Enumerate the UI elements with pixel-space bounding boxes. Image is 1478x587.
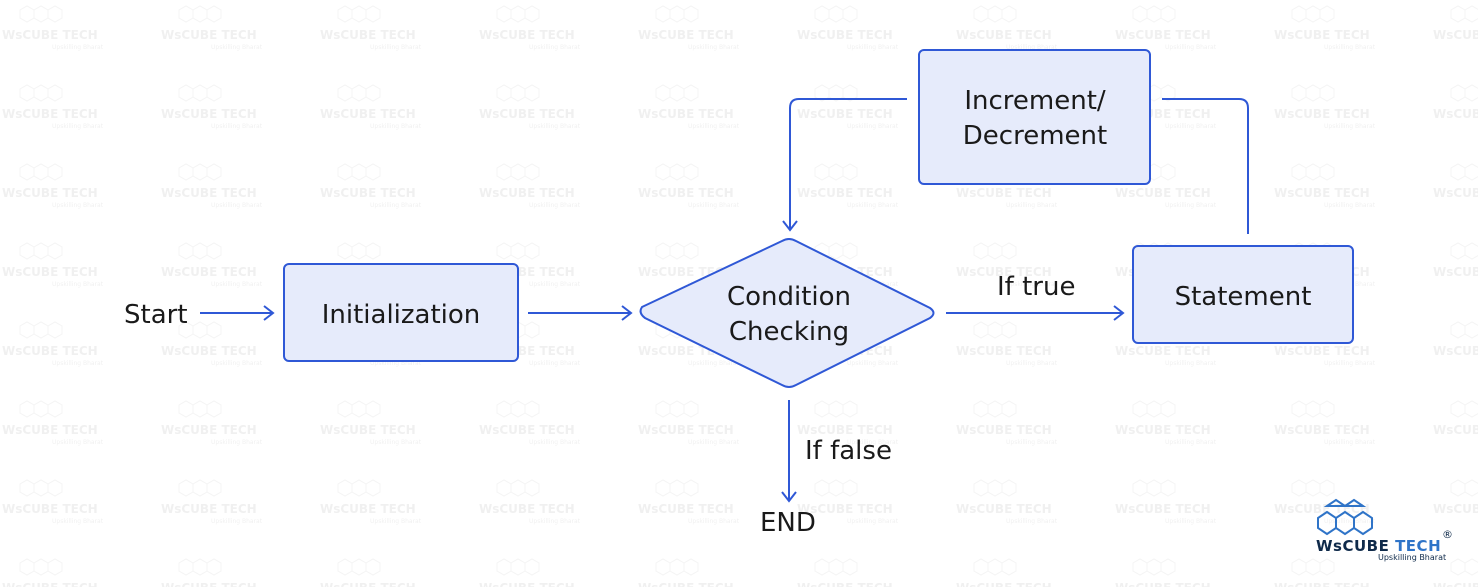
logo-hexagons-icon	[1317, 498, 1373, 536]
initialization-node: Initialization	[283, 263, 519, 362]
condition-to-statement-arrowhead	[1113, 305, 1125, 321]
increment-label-line2: Decrement	[963, 121, 1107, 151]
statement-box	[1132, 245, 1354, 344]
increment-label-line1: Increment/	[964, 86, 1106, 116]
start-label: Start	[124, 300, 188, 330]
logo-tagline: Upskilling Bharat	[1378, 553, 1446, 562]
condition-node: Condition Checking	[639, 238, 935, 388]
condition-label-line1: Condition	[727, 282, 851, 312]
connectors	[200, 98, 1249, 503]
increment-to-condition-arrowhead	[782, 220, 798, 232]
logo-wordmark: WsCUBE TECH	[1316, 537, 1441, 555]
condition-to-end-arrowhead	[781, 491, 797, 503]
statement-node: Statement	[1132, 245, 1354, 344]
wscube-tech-logo: ® WsCUBE TECH Upskilling Bharat	[1316, 498, 1453, 562]
increment-decrement-node: Increment/ Decrement	[918, 49, 1151, 185]
statement-to-increment-line	[1162, 98, 1249, 234]
end-label: END	[760, 508, 816, 538]
logo-registered-mark: ®	[1442, 528, 1453, 541]
increment-to-condition-line	[789, 98, 907, 229]
statement-label: Statement	[1175, 282, 1312, 312]
initialization-label: Initialization	[322, 300, 481, 330]
if-false-label: If false	[805, 436, 892, 466]
init-to-condition-arrowhead	[621, 305, 633, 321]
condition-diamond	[639, 238, 935, 388]
initialization-box	[283, 263, 519, 362]
condition-label-line2: Checking	[729, 317, 849, 347]
increment-decrement-box	[918, 49, 1151, 185]
start-arrowhead	[263, 305, 275, 321]
if-true-label: If true	[997, 272, 1075, 302]
